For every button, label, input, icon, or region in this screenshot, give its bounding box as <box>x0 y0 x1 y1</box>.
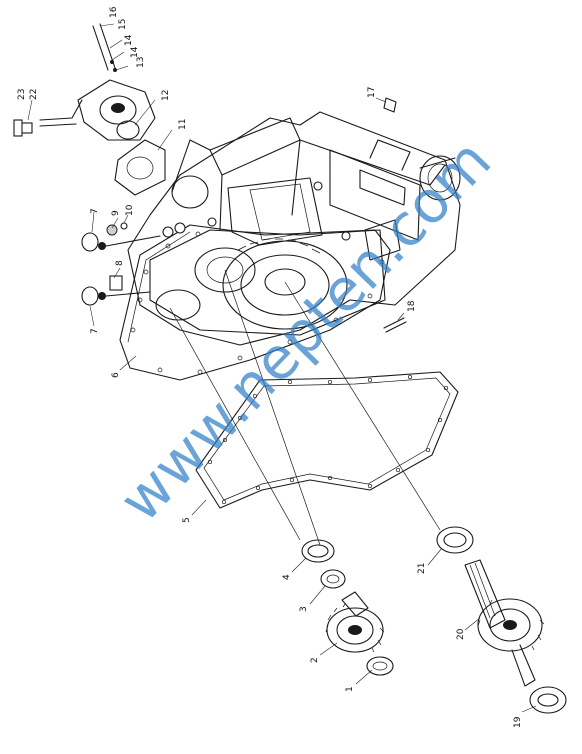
fittings-left <box>81 222 161 306</box>
callout-8: 8 <box>115 260 125 266</box>
callout-6: 6 <box>111 372 121 378</box>
callout-14-lower: 14 <box>130 46 140 58</box>
watermark-text: www.nepten.com <box>106 126 504 534</box>
callout-5: 5 <box>182 517 192 523</box>
callout-23: 23 <box>17 89 27 100</box>
centre-lines <box>169 269 441 546</box>
callout-7-lower: 7 <box>90 328 100 334</box>
callout-17: 17 <box>367 87 377 98</box>
callout-2: 2 <box>310 657 320 663</box>
callout-14-upper: 15 <box>118 19 128 30</box>
transmission-housing <box>119 111 461 381</box>
callout-7-upper: 7 <box>90 208 100 214</box>
callout-18: 18 <box>407 300 417 312</box>
leader-lines <box>27 23 537 713</box>
callout-21: 21 <box>417 563 427 574</box>
pin-and-bolt <box>383 97 407 333</box>
callout-19: 19 <box>513 716 523 728</box>
callout-labels: 1 2 3 4 5 6 7 7 8 9 10 11 12 13 14 14 15… <box>17 6 523 728</box>
callout-9: 9 <box>111 210 121 216</box>
lower-left-shaft-parts <box>301 539 394 676</box>
lower-right-shaft-parts <box>436 526 567 714</box>
callout-12: 12 <box>161 90 171 101</box>
callout-16: 16 <box>109 6 119 18</box>
callout-13: 13 <box>136 57 146 68</box>
pump-assembly <box>13 23 166 196</box>
callout-11: 11 <box>178 119 188 130</box>
callout-10: 10 <box>125 204 135 216</box>
callout-1: 1 <box>345 686 355 692</box>
oil-pan-gasket <box>195 371 459 509</box>
callout-3: 3 <box>299 606 309 612</box>
callout-4: 4 <box>282 574 292 580</box>
callout-20: 20 <box>456 628 466 640</box>
callout-15: 14 <box>124 34 134 46</box>
callout-22: 22 <box>29 89 39 100</box>
